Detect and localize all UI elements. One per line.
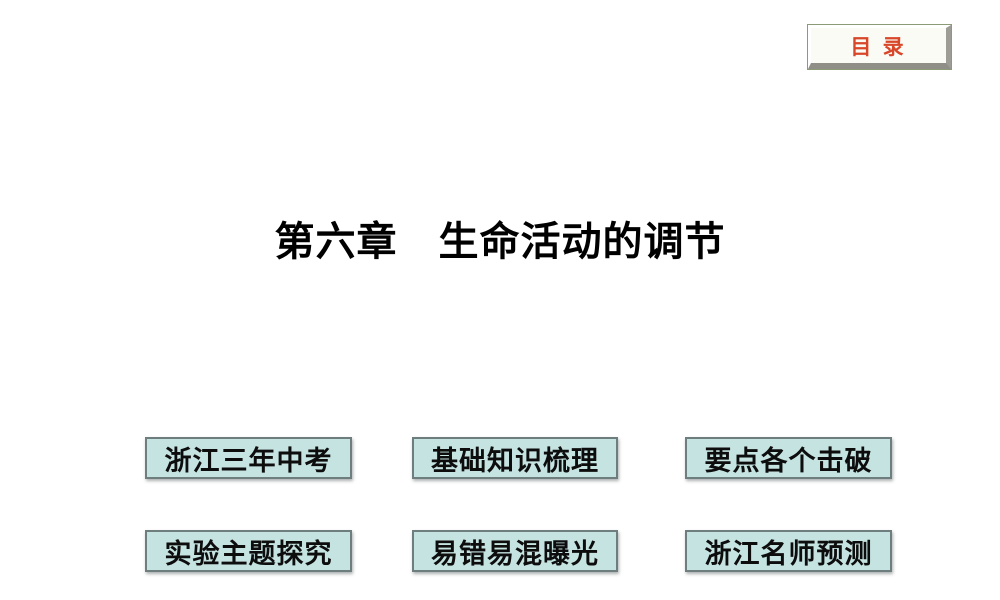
nav-button-3-label: 要点各个击破 — [704, 445, 873, 476]
nav-button-5[interactable]: 易错易混曝光 — [412, 530, 618, 572]
toc-button-bevel: 目 录 — [808, 25, 951, 69]
nav-button-4-label: 实验主题探究 — [164, 538, 333, 569]
chapter-title: 第六章 生命活动的调节 — [274, 220, 726, 264]
nav-button-1-label: 浙江三年中考 — [164, 445, 333, 476]
nav-button-6[interactable]: 浙江名师预测 — [685, 530, 892, 572]
nav-button-6-label: 浙江名师预测 — [704, 538, 873, 569]
nav-button-4[interactable]: 实验主题探究 — [145, 530, 352, 572]
toc-button[interactable]: 目 录 — [807, 24, 952, 70]
nav-button-2-label: 基础知识梳理 — [431, 445, 599, 476]
toc-button-label: 目 录 — [850, 34, 907, 59]
nav-button-2[interactable]: 基础知识梳理 — [412, 437, 618, 479]
nav-button-3[interactable]: 要点各个击破 — [685, 437, 892, 479]
nav-button-1[interactable]: 浙江三年中考 — [145, 437, 352, 479]
nav-button-5-label: 易错易混曝光 — [431, 538, 599, 569]
